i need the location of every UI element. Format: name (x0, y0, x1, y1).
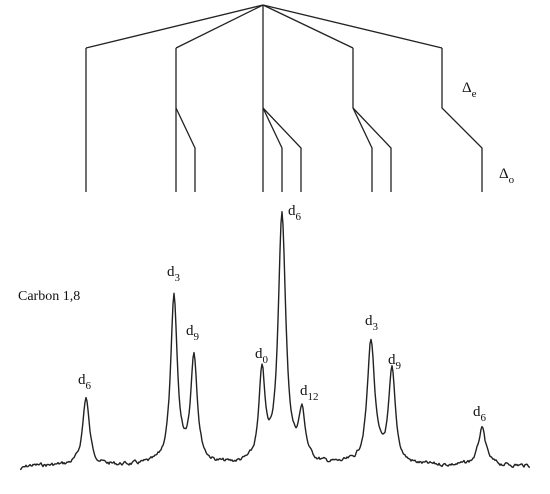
tree-branch-2 (175, 107, 196, 192)
tree-branch-8 (441, 48, 483, 192)
peak-label-8: d6 (473, 404, 487, 424)
chart-title: Carbon 1,8 (18, 289, 80, 304)
spectrum (19, 211, 531, 471)
delta-o-label: Δo (499, 166, 515, 186)
peak-label-0: d6 (78, 372, 92, 392)
tree-apex-branch-3 (262, 4, 354, 49)
spectrum-trace (19, 211, 531, 471)
tree-apex-branch-1 (175, 4, 264, 49)
tree-branch-5 (262, 107, 302, 192)
peak-label-7: d9 (388, 352, 402, 372)
splitting-tree (85, 4, 483, 192)
peak-label-3: d0 (255, 346, 269, 366)
tree-apex-branch-4 (262, 4, 443, 49)
peak-label-1: d3 (167, 264, 181, 284)
peak-label-2: d9 (186, 323, 200, 343)
delta-e-label: Δe (462, 80, 477, 100)
tree-branch-6 (352, 48, 373, 192)
tree-branch-7 (352, 107, 392, 192)
tree-branch-4 (262, 107, 283, 192)
peak-labels: d6 d3 d9 d0 d6 d12 d3 d9 d6 (78, 203, 487, 424)
peak-label-5: d12 (300, 383, 319, 403)
peak-label-4: d6 (288, 203, 302, 223)
peak-label-6: d3 (365, 313, 379, 333)
tree-apex-branch-0 (85, 4, 264, 49)
